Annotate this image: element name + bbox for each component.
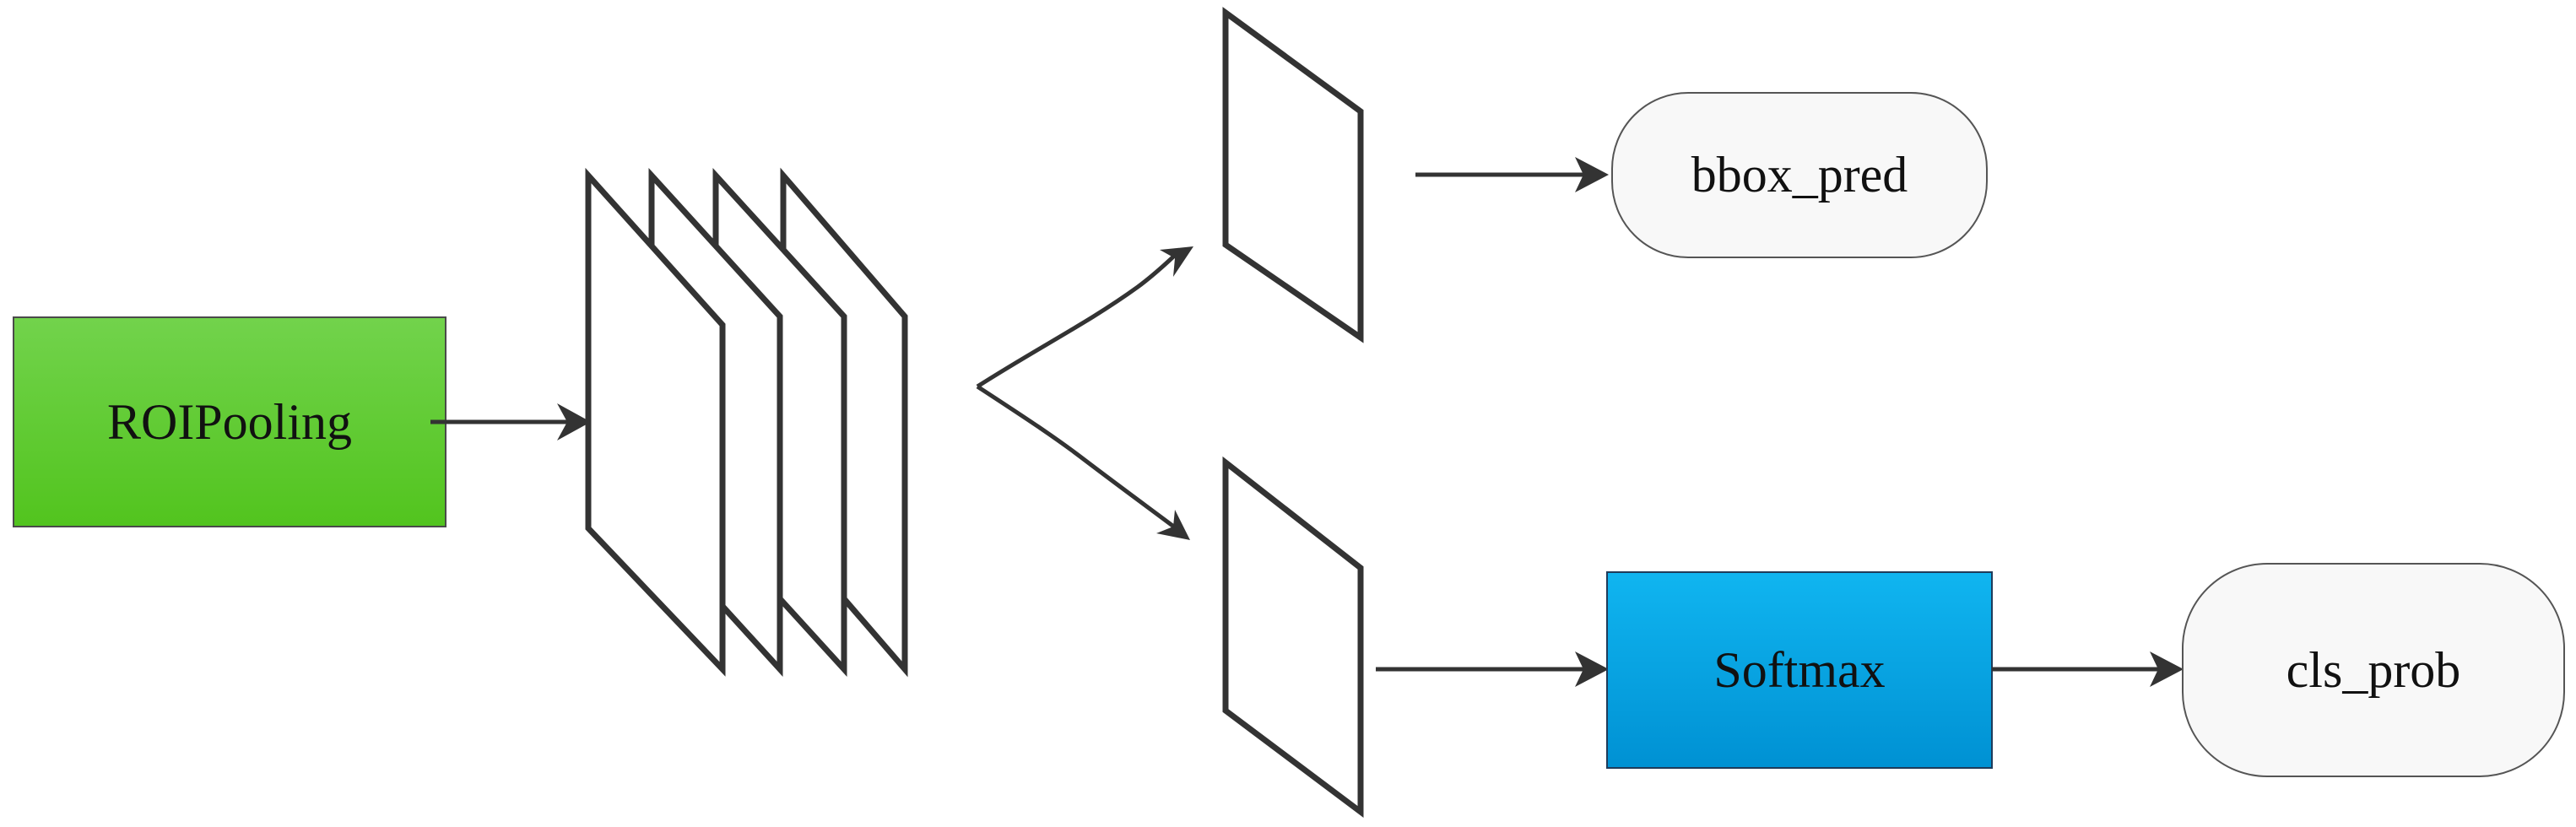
roi-pooling-node: ROIPooling [13, 316, 446, 527]
edge-roi-to-stack [430, 403, 591, 441]
edge-softmax-to-cls [1992, 651, 2184, 687]
roi-pooling-box [13, 316, 446, 527]
edge-plane-to-bbox [1415, 157, 1609, 192]
cls-prob-label: cls_prob [2286, 642, 2461, 698]
edge-branch-up [976, 246, 1193, 389]
bbox-pred-node: bbox_pred [1611, 92, 1988, 258]
softmax-box [1606, 571, 1993, 769]
edge-plane-to-softmax [1376, 651, 1609, 687]
softmax-label: Softmax [1713, 642, 1885, 698]
arrow-head-icon [557, 403, 591, 441]
arrow-head-icon [2150, 651, 2184, 687]
bbox-pred-label: bbox_pred [1691, 147, 1908, 203]
softmax-node: Softmax [1606, 571, 1993, 769]
roi-pooling-label: ROIPooling [107, 394, 352, 450]
cls-feature-plane [1222, 456, 1364, 818]
cls-prob-box [2182, 563, 2565, 777]
feature-plane-1 [585, 167, 726, 677]
arrow-head-icon [1160, 246, 1193, 277]
arrow-head-icon [1575, 651, 1609, 687]
bbox-pred-box [1611, 92, 1988, 258]
cls-prob-node: cls_prob [2182, 563, 2565, 777]
bbox-feature-plane [1222, 7, 1364, 343]
arrow-head-icon [1575, 157, 1609, 192]
feature-map-stack [585, 167, 908, 678]
edge-branch-down [976, 384, 1190, 540]
arrow-head-icon [1156, 510, 1190, 540]
